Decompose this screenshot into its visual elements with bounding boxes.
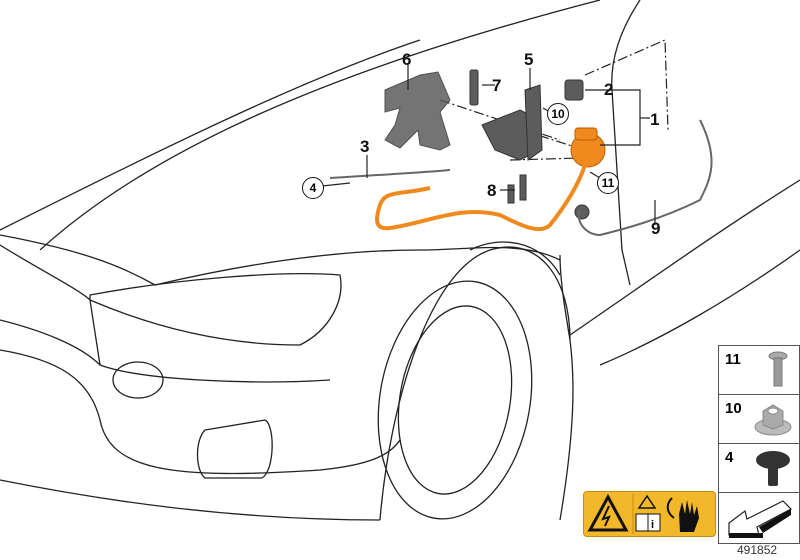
flange-nut-icon [754,404,792,436]
legend-number: 10 [725,400,742,417]
callout-9: 9 [651,219,661,238]
insulated-glove-icon [666,497,699,532]
callout-2: 2 [604,80,614,99]
legend-number: 11 [725,351,741,368]
legend-item-direction-arrow [719,493,799,543]
small-parts-legend: 11 10 4 [718,345,800,544]
high-voltage-warning-label: i [583,491,716,537]
callout-7: 7 [492,76,502,95]
charging-cable-orange [375,164,587,232]
callout-3: 3 [360,137,370,156]
plastic-rivet-icon [756,451,790,486]
image-number: 491852 [737,543,778,557]
direction-arrow-icon [728,500,792,538]
svg-text:i: i [651,519,654,531]
callout-8: 8 [487,181,497,200]
legend-item-flange-nut: 10 [719,395,799,444]
screw-icon [768,351,788,387]
high-voltage-warning-icon [587,493,629,532]
callout-1: 1 [650,110,660,129]
legend-number: 4 [725,449,734,466]
legend-item-plastic-rivet: 4 [719,444,799,493]
callout-11: 11 [597,172,619,194]
callout-10: 10 [547,103,569,125]
legend-item-screw: 11 [719,346,799,395]
callout-5: 5 [524,50,534,69]
callout-4: 4 [302,177,324,199]
bracket-6 [384,71,451,151]
callout-6: 6 [402,50,412,69]
charging-socket-orange [570,127,606,168]
read-manual-icon: i [635,494,661,532]
